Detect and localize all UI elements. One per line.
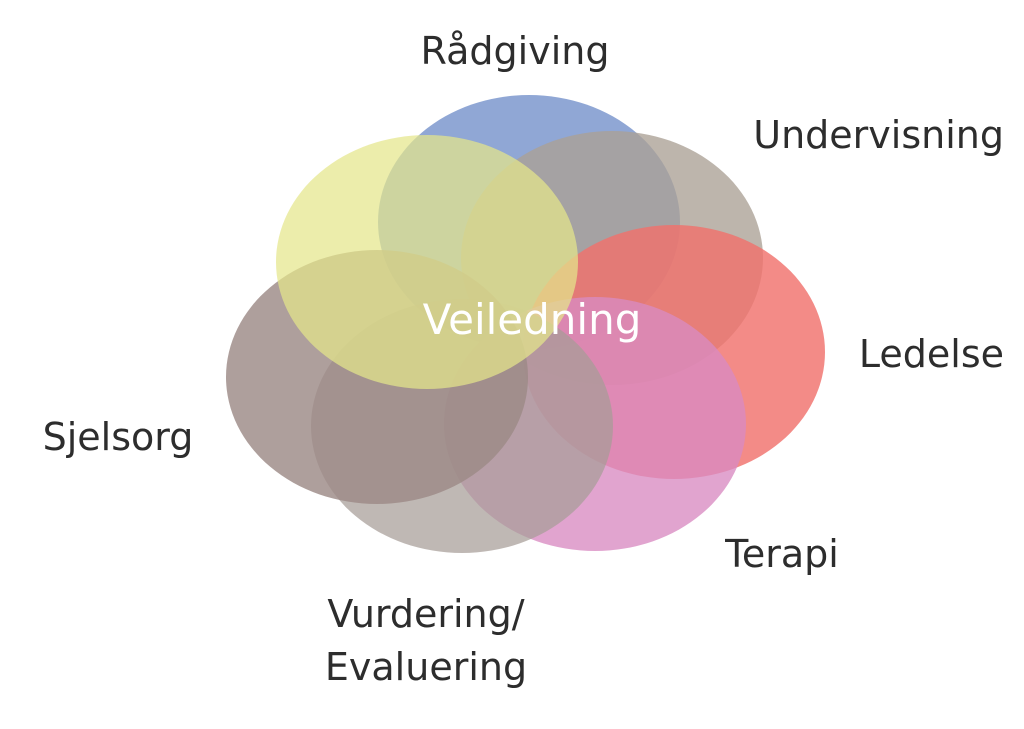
ellipses-group xyxy=(226,95,825,553)
label-raadgiving-line-0: Rådgiving xyxy=(421,29,610,73)
label-vurdering-line-0: Vurdering/ xyxy=(327,592,524,636)
label-sjelsorg: Sjelsorg xyxy=(43,415,194,459)
label-undervisning-line-0: Undervisning xyxy=(753,113,1004,157)
ellipse-yellow xyxy=(276,135,578,389)
center-label: Veiledning xyxy=(423,295,642,344)
label-sjelsorg-line-0: Sjelsorg xyxy=(43,415,194,459)
label-ledelse-line-0: Ledelse xyxy=(859,332,1004,376)
label-ledelse: Ledelse xyxy=(859,332,1004,376)
label-vurdering: Vurdering/Evaluering xyxy=(325,592,527,689)
label-raadgiving: Rådgiving xyxy=(421,29,610,73)
label-terapi: Terapi xyxy=(724,532,839,576)
label-terapi-line-0: Terapi xyxy=(724,532,839,576)
label-undervisning: Undervisning xyxy=(753,113,1004,157)
labels-group: RådgivingUndervisningLedelseTerapiVurder… xyxy=(43,29,1004,689)
label-vurdering-line-1: Evaluering xyxy=(325,645,527,689)
